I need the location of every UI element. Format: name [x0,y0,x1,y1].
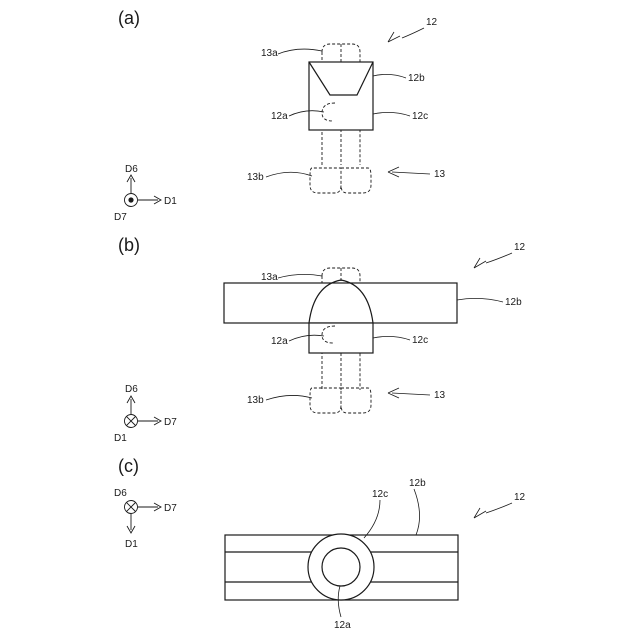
panel-c-ref-12c: 12c [372,489,388,500]
out-of-page-dot-icon [128,197,133,202]
panel-b: (b) 12 13a 12b 12a 12c [114,235,526,444]
panel-a-ref-13: 13 [434,169,446,180]
panel-a-ref-13b: 13b [247,172,264,183]
panel-b-ref-12b: 12b [505,297,522,308]
panel-c-axis-down: D1 [125,539,138,550]
panel-a-nut [310,168,371,193]
panel-c-axis-right: D7 [164,503,177,514]
into-page-cross-icon [127,417,136,426]
panel-c-axis-in: D6 [114,488,127,499]
panel-a-axis-right: D1 [164,196,177,207]
panel-b-plate [224,280,457,323]
panel-b-ref-13b: 13b [247,395,264,406]
panel-c-ref-12-arrow [474,508,486,518]
panel-a-axis-indicator: D6 D1 D7 [114,164,177,223]
panel-c-hole [322,548,360,586]
panel-c-ref-12a: 12a [334,620,351,631]
panel-b-nut [310,388,371,413]
panel-c-axis-indicator: D6 D7 D1 [114,488,177,550]
panel-a-block [309,62,373,130]
panel-a-axis-up: D6 [125,164,138,175]
panel-a-ref-13a: 13a [261,48,278,59]
panel-b-block [309,323,373,353]
panel-a-ref-12a: 12a [271,111,288,122]
panel-c-block-ring [308,534,374,600]
panel-b-ref-12c: 12c [412,335,428,346]
panel-b-ref-13a: 13a [261,272,278,283]
panel-b-axis-in: D1 [114,433,127,444]
panel-b-axis-indicator: D6 D7 D1 [114,384,177,444]
panel-b-axis-right: D7 [164,417,177,428]
panel-c-ref-12b: 12b [409,478,426,489]
panel-b-ref-12-arrow [474,258,486,268]
panel-b-ref-13: 13 [434,390,446,401]
panel-b-ref-12a: 12a [271,336,288,347]
panel-a-ref-12c: 12c [412,111,428,122]
panel-b-label: (b) [118,235,140,255]
panel-c-ref-12: 12 [514,492,526,503]
panel-a-ref-12-arrow [388,32,400,42]
panel-a-label: (a) [118,8,140,28]
into-page-cross-icon [127,503,136,512]
panel-a: (a) 12 13a 12b 12a 12c 13b [114,8,446,223]
panel-b-ref-12: 12 [514,242,526,253]
panel-a-ref-12: 12 [426,17,438,28]
panel-a-ref-12b: 12b [408,73,425,84]
panel-b-axis-up: D6 [125,384,138,395]
panel-c: (c) 12 12c 12b 12a D6 [114,456,526,631]
panel-a-axis-out: D7 [114,212,127,223]
panel-c-label: (c) [118,456,139,476]
